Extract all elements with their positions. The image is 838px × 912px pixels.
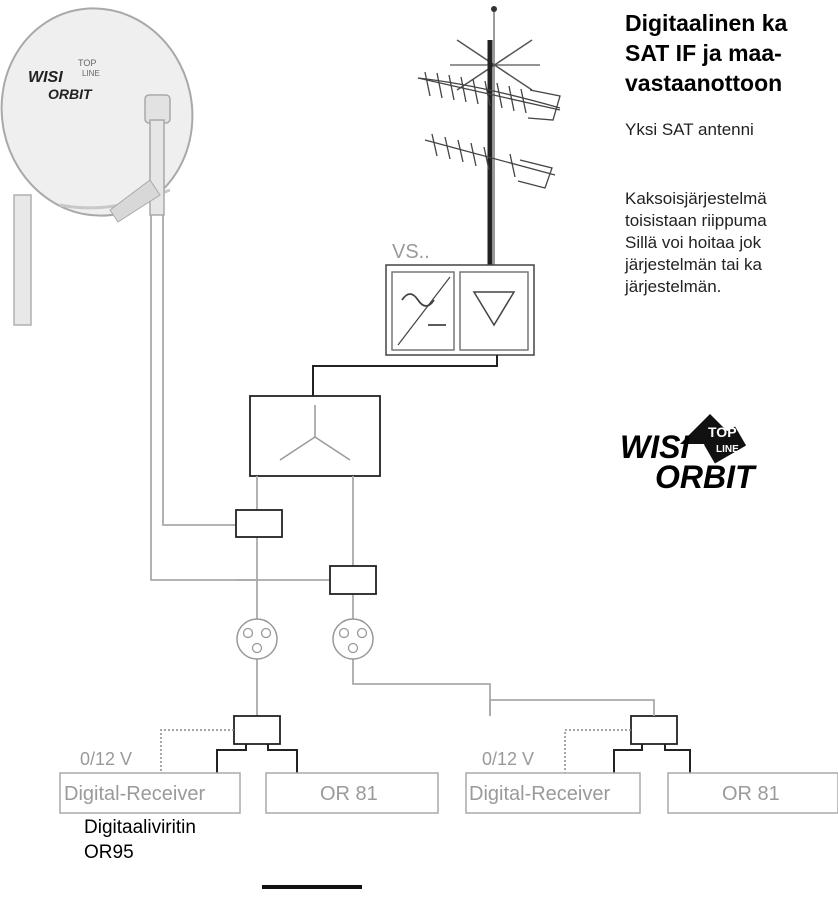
- combiner-box-left: [235, 509, 283, 538]
- caption-line-2: OR95: [84, 842, 134, 863]
- dish-logo-line: LINE: [82, 69, 100, 78]
- body-line-4: järjestelmän tai ka: [625, 255, 763, 274]
- intro-text: Yksi SAT antenni: [625, 120, 754, 139]
- wall-socket-right: [332, 618, 374, 660]
- wall-socket-left: [236, 618, 278, 660]
- dish-logo: WISI ORBIT TOP LINE: [28, 58, 100, 102]
- bottom-bar: [262, 885, 362, 889]
- dish-logo-top: TOP: [78, 58, 96, 68]
- terrestrial-antenna: [417, 6, 561, 320]
- or81-label-left: OR 81: [320, 783, 378, 805]
- logo-orbit: ORBIT: [655, 459, 757, 495]
- splitter-box: [249, 395, 381, 477]
- amplifier-label: VS..: [392, 241, 430, 263]
- body-line-3: Sillä voi hoitaa jok: [625, 233, 762, 252]
- caption-line-1: Digitaaliviritin: [84, 817, 196, 838]
- satellite-dish: [0, 7, 194, 326]
- receiver-label-left: Digital-Receiver: [64, 783, 205, 805]
- or81-label-right: OR 81: [722, 783, 780, 805]
- amplifier-box: [385, 264, 535, 356]
- dish-logo-wisi: WISI: [28, 69, 63, 86]
- logo-badge-bottom: LINE: [716, 444, 739, 455]
- receiver-label-right: Digital-Receiver: [469, 783, 610, 805]
- logo-badge-top: TOP: [708, 424, 737, 440]
- heading-line-3: vastaanottoon: [625, 70, 783, 96]
- wisi-orbit-logo: TOP LINE WISI ORBIT: [620, 414, 757, 495]
- voltage-label-right: 0/12 V: [482, 749, 534, 769]
- body-line-1: Kaksoisjärjestelmä: [625, 189, 767, 208]
- page-heading: Digitaalinen ka SAT IF ja maa- vastaanot…: [625, 8, 838, 98]
- receiver-group-right: [465, 715, 838, 814]
- dish-logo-orbit: ORBIT: [48, 86, 93, 102]
- body-text: Kaksoisjärjestelmä toisistaan riippuma S…: [625, 188, 767, 298]
- body-line-5: järjestelmän.: [625, 277, 722, 296]
- caption: Digitaaliviritin OR95: [84, 815, 196, 865]
- combiner-box-right: [329, 565, 377, 595]
- voltage-label-left: 0/12 V: [80, 749, 132, 769]
- receiver-group-left: [59, 715, 439, 814]
- body-line-2: toisistaan riippuma: [625, 211, 767, 230]
- heading-line-2: SAT IF ja maa-: [625, 40, 782, 66]
- logo-wisi: WISI: [620, 429, 690, 465]
- heading-line-1: Digitaalinen ka: [625, 10, 788, 36]
